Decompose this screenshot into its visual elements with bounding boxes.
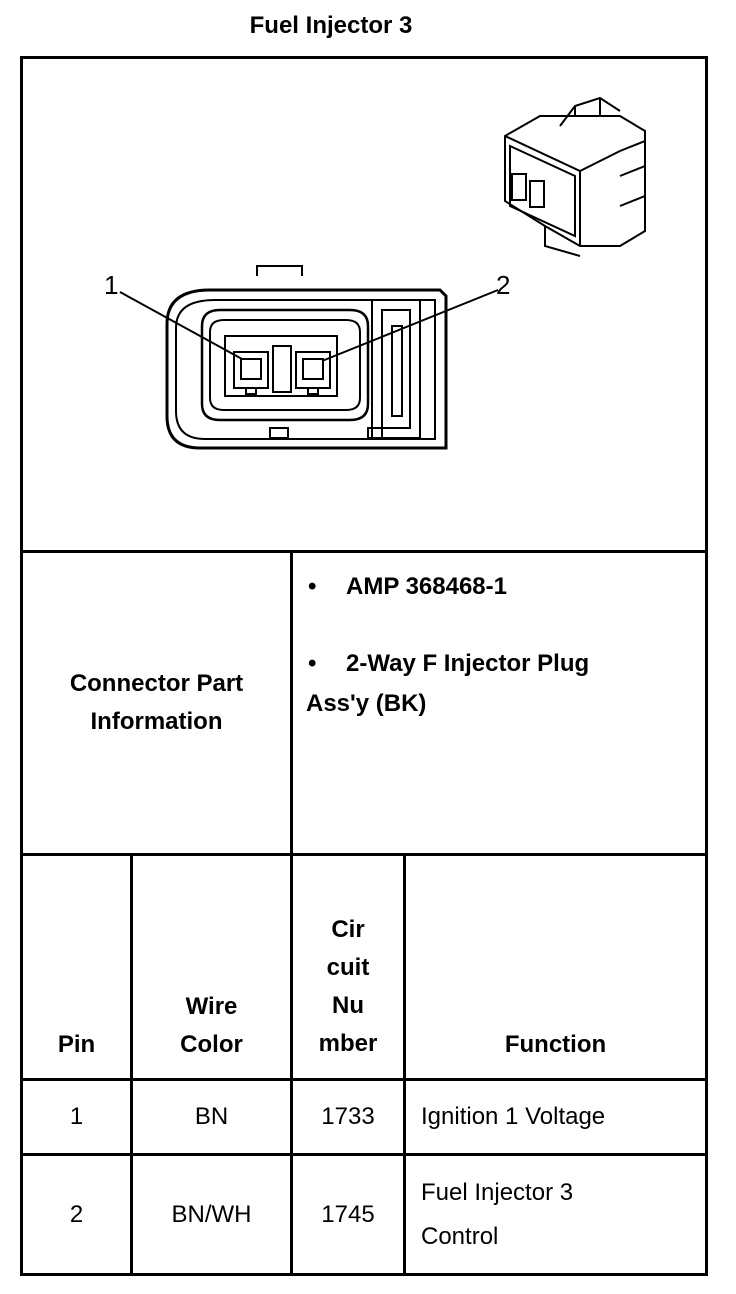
header-circuit-line3: Nu — [332, 992, 364, 1019]
border-bottom — [20, 1273, 708, 1276]
callout-pin1-label: 1 — [104, 270, 118, 300]
connector-diagram: 1 2 — [104, 96, 646, 450]
bullet-icon: • — [308, 573, 317, 600]
border-left — [20, 56, 23, 1276]
divider-col-function — [403, 853, 406, 1275]
border-right — [705, 56, 708, 1276]
info-item-2-text: 2-Way F Injector Plug — [346, 650, 590, 677]
header-circuit-number: Cir cuit Nu mber — [293, 907, 403, 1067]
header-pin: Pin — [23, 1025, 130, 1065]
row1-circuit: 1733 — [321, 1103, 375, 1130]
callout-pin2-label: 2 — [496, 270, 510, 300]
header-circuit-line4: mber — [318, 1030, 378, 1057]
divider-row1 — [20, 1153, 708, 1156]
row2-function: Fuel Injector 3 Control — [421, 1156, 705, 1273]
row2-function-line2: Control — [421, 1222, 499, 1250]
row2-function-line1: Fuel Injector 3 — [421, 1178, 574, 1206]
header-function: Function — [406, 1025, 705, 1065]
info-item-2: • — [308, 644, 316, 684]
divider-header — [20, 1078, 708, 1081]
divider-diagram — [20, 550, 708, 553]
callout-line-pin1 — [119, 291, 243, 360]
header-wire-color: Wire Color — [133, 986, 290, 1066]
connector-info-label-line1: Connector Part — [69, 670, 244, 697]
row2-pin: 2 — [69, 1200, 84, 1228]
header-circuit-line1: Cir — [331, 916, 365, 943]
row1-function: Ignition 1 Voltage — [421, 1103, 606, 1130]
header-pin-text: Pin — [57, 1031, 96, 1058]
row1-wire-color: BN — [194, 1103, 229, 1130]
header-wire-color-line1: Wire — [185, 993, 238, 1020]
divider-col-wire — [130, 853, 133, 1275]
divider-col-circuit — [290, 853, 293, 1275]
info-item-2-text-cont: Ass'y (BK) — [306, 690, 427, 717]
divider-info-col — [290, 550, 293, 856]
callout-line-pin2 — [321, 289, 499, 362]
row2-wire-color: BN/WH — [171, 1200, 252, 1228]
page-title: Fuel Injector 3 — [249, 12, 413, 39]
bullet-icon: • — [308, 650, 317, 677]
header-function-text: Function — [504, 1031, 607, 1058]
connector-face — [165, 265, 448, 450]
info-item-1: • — [308, 567, 316, 607]
border-top — [20, 56, 708, 59]
connector-info-label: Connector Part Information — [23, 553, 290, 853]
row1-pin: 1 — [69, 1103, 84, 1130]
header-circuit-line2: cuit — [326, 954, 370, 981]
header-wire-color-line2: Color — [180, 1031, 243, 1058]
connector-iso-icon — [504, 96, 646, 257]
row2-circuit: 1745 — [321, 1200, 375, 1228]
connector-info-label-line2: Information — [90, 708, 223, 735]
info-item-1-text: AMP 368468-1 — [346, 573, 507, 600]
divider-info — [20, 853, 708, 856]
